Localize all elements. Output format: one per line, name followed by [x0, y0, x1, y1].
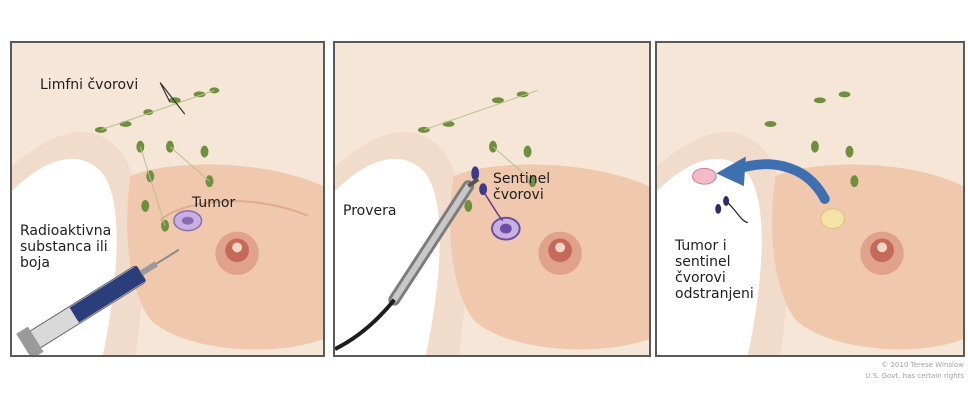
panel-injection: Limfni čvorovi Tumor Radioaktivna substa… [10, 41, 325, 357]
lymph-nodes-label: Limfni čvorovi [40, 77, 138, 93]
sentinel-label: Sentinel čvorovi [493, 171, 573, 203]
removal-illustration [657, 43, 963, 355]
rights-line: U.S. Govt. has certain rights [865, 372, 964, 380]
substance-label: Radioaktivna substanca ili boja [20, 223, 140, 271]
panel-probe: Provera Sentinel čvorovi [333, 41, 651, 357]
probe-label: Provera [343, 203, 396, 219]
removed-label: Tumor i sentinel čvorovi odstranjeni [675, 238, 775, 302]
tumor-label: Tumor [192, 195, 235, 211]
probe-illustration [335, 43, 649, 355]
copyright-line: © 2010 Terese Winslow [881, 361, 964, 369]
panel-removal: Tumor i sentinel čvorovi odstranjeni [655, 41, 965, 357]
